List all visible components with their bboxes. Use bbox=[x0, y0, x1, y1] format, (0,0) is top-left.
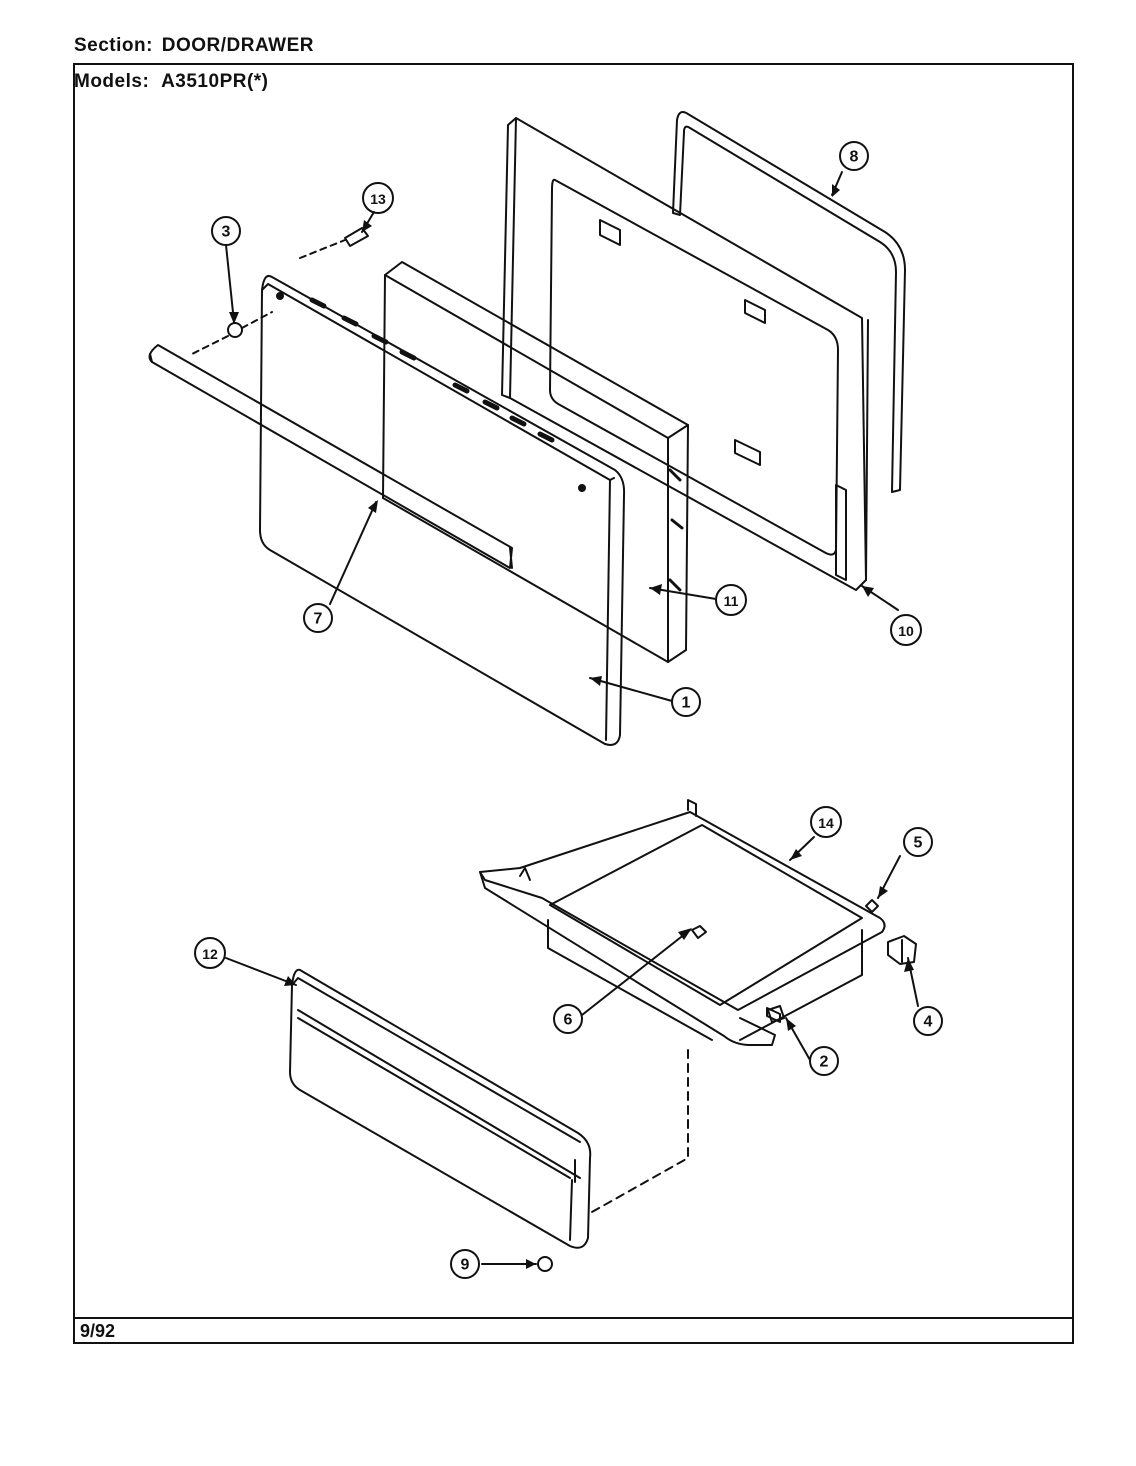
drawer-stop-part-4 bbox=[887, 935, 917, 965]
callout-8-label: 8 bbox=[850, 149, 859, 166]
callout-4 bbox=[913, 1006, 943, 1036]
callout-11-label: 11 bbox=[724, 593, 739, 609]
outer-door-panel-part-1 bbox=[259, 274, 626, 746]
callout-3-label: 3 bbox=[222, 224, 231, 241]
callout-13-label: 13 bbox=[370, 191, 386, 207]
footer-divider bbox=[73, 1317, 1074, 1319]
leader-lines bbox=[225, 171, 919, 1265]
callout-5 bbox=[903, 827, 933, 857]
drawer-assembly-lines bbox=[591, 1049, 689, 1213]
callout-11 bbox=[715, 584, 747, 616]
models-header: Models: A3510PR(*) bbox=[74, 71, 269, 93]
callout-9-label: 9 bbox=[461, 1257, 470, 1274]
section-header: Section: DOOR/DRAWER bbox=[74, 35, 314, 57]
callout-6 bbox=[553, 1004, 583, 1034]
insulation-part-11 bbox=[382, 261, 689, 663]
callout-12 bbox=[194, 937, 226, 969]
callout-12-label: 12 bbox=[202, 946, 218, 962]
drawer-front-part-12 bbox=[289, 968, 592, 1249]
callout-circles bbox=[194, 141, 943, 1279]
callout-3 bbox=[211, 216, 241, 246]
nut-part-9 bbox=[537, 1256, 553, 1272]
callout-2-label: 2 bbox=[820, 1054, 829, 1071]
callout-6-label: 6 bbox=[564, 1012, 573, 1029]
callout-10 bbox=[890, 614, 922, 646]
callout-14 bbox=[810, 806, 842, 838]
callout-8 bbox=[839, 141, 869, 171]
door-handle-part-7 bbox=[148, 344, 513, 569]
callout-7-label: 7 bbox=[314, 611, 323, 628]
callout-7 bbox=[303, 603, 333, 633]
screw-part-13 bbox=[299, 227, 369, 259]
callout-13 bbox=[362, 182, 394, 214]
models-label: Models: bbox=[74, 71, 150, 92]
door-liner-part-10 bbox=[501, 117, 869, 591]
callout-4-label: 4 bbox=[924, 1014, 933, 1031]
callout-10-label: 10 bbox=[898, 623, 914, 639]
section-value: DOOR/DRAWER bbox=[161, 35, 315, 56]
screw-part-5 bbox=[865, 899, 879, 913]
callout-5-label: 5 bbox=[914, 835, 923, 852]
glide-part-2 bbox=[767, 1005, 785, 1023]
callout-1 bbox=[671, 687, 701, 717]
nut-part-3 bbox=[189, 311, 273, 356]
revision-date: 9/92 bbox=[80, 1321, 116, 1341]
screw-part-6 bbox=[691, 925, 707, 939]
callout-9 bbox=[450, 1249, 480, 1279]
arrow-heads bbox=[229, 184, 914, 1269]
door-gasket-part-8 bbox=[672, 111, 906, 493]
section-label: Section: bbox=[74, 35, 153, 56]
callout-2 bbox=[809, 1046, 839, 1076]
models-value: A3510PR(*) bbox=[161, 71, 269, 92]
callout-1-label: 1 bbox=[682, 695, 691, 712]
diagram-frame bbox=[73, 63, 1074, 1344]
callout-14-label: 14 bbox=[818, 815, 834, 831]
